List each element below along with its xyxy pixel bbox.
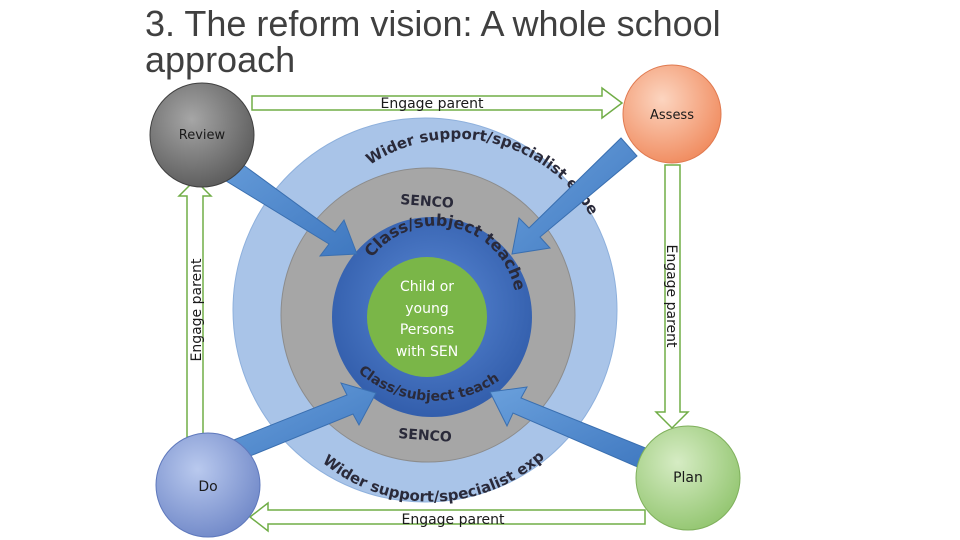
arrow-from-plan (489, 386, 654, 469)
assess-circle (622, 64, 722, 164)
engage-arrow-top (251, 86, 624, 120)
engage-arrow-right (654, 164, 690, 430)
center-circle (367, 257, 487, 377)
review-circle (149, 82, 255, 188)
do-label: Do (198, 479, 217, 495)
middle-ring-label-bottom: SENCO (398, 426, 453, 446)
review-label: Review (179, 128, 226, 143)
do-circle (155, 432, 261, 538)
arrow-from-do (225, 382, 377, 464)
engage-parent-label-right: Engage parent (663, 244, 679, 348)
center-line: with SEN (396, 344, 458, 360)
engage-arrow-left (177, 178, 213, 438)
engage-arrow-bottom (248, 501, 646, 533)
center-line: Persons (400, 322, 454, 338)
engage-parent-label-top: Engage parent (380, 96, 484, 112)
center-line: Child or (400, 279, 454, 295)
center-line: young (405, 301, 448, 317)
middle-ring-label-top: SENCO (400, 192, 455, 212)
plan-circle (635, 425, 741, 531)
assess-label: Assess (650, 108, 694, 123)
engage-parent-label-left: Engage parent (189, 258, 205, 362)
plan-label: Plan (673, 470, 703, 486)
arrow-from-assess (511, 137, 638, 255)
engage-parent-label-bottom: Engage parent (401, 512, 505, 528)
center-label: Child or young Persons with SEN (396, 279, 458, 360)
slide-title: 3. The reform vision: A whole school app… (145, 3, 721, 80)
